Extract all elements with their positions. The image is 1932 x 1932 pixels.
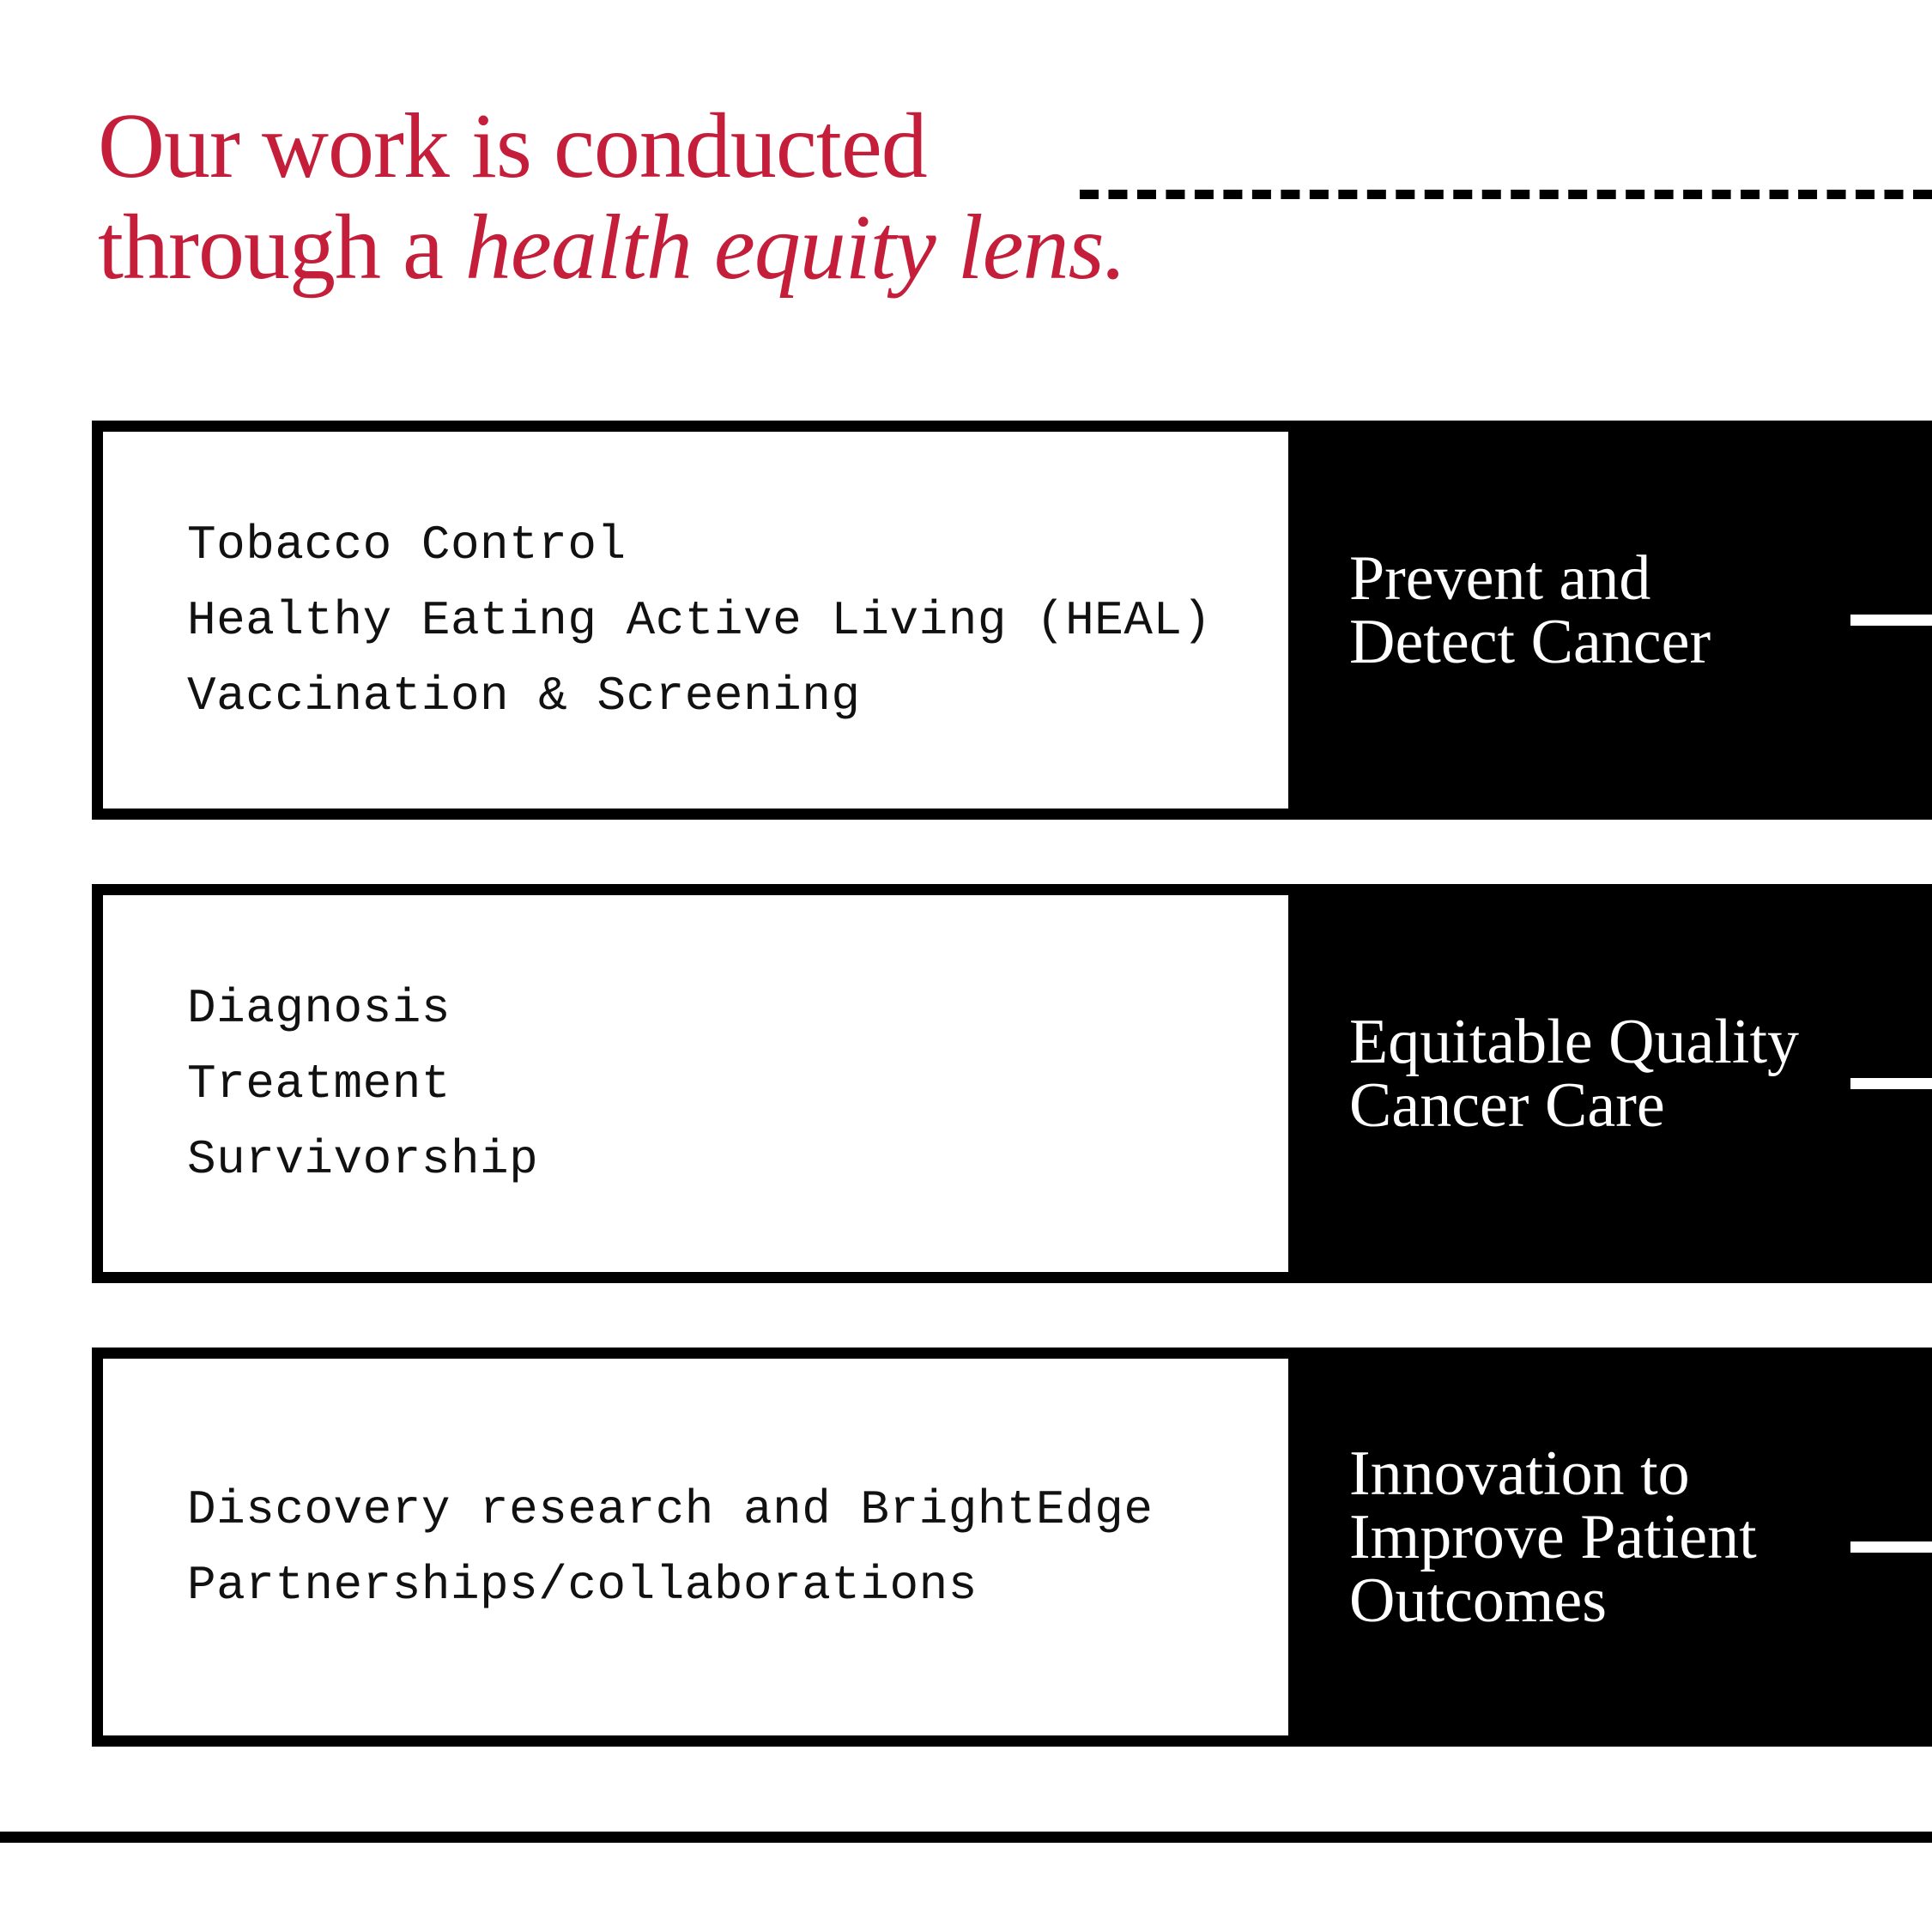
list-item: Vaccination & Screening: [187, 668, 861, 724]
pillar-panel: Equitable Quality Cancer Care: [1299, 884, 1932, 1283]
headline-line-1: Our work is conducted: [98, 95, 928, 197]
list-item: Survivorship: [187, 1131, 539, 1187]
list-item: Diagnosis: [187, 980, 451, 1036]
pillar-panel: Prevent and Detect Cancer: [1299, 421, 1932, 820]
list-item: Discovery research and BrightEdge: [187, 1481, 1154, 1537]
headline-emphasis: health equity lens.: [464, 197, 1127, 299]
bottom-divider: [0, 1832, 1932, 1843]
pillar-row-quality-care: Diagnosis Treatment Survivorship Equitab…: [92, 884, 1932, 1283]
focus-area-list: Diagnosis Treatment Survivorship: [92, 884, 1299, 1283]
pillar-title: Equitable Quality Cancer Care: [1349, 1006, 1800, 1141]
headline-line-2-plain: through a: [98, 197, 465, 299]
pillar-row-prevent-detect: Tobacco Control Healthy Eating Active Li…: [92, 421, 1932, 820]
list-item: Partnerships/collaborations: [187, 1557, 978, 1613]
connector-line: [1850, 1541, 1932, 1553]
focus-area-list: Discovery research and BrightEdge Partne…: [92, 1348, 1299, 1747]
list-item: Healthy Eating Active Living (HEAL): [187, 592, 1212, 648]
focus-area-list: Tobacco Control Healthy Eating Active Li…: [92, 421, 1299, 820]
pillar-title: Prevent and Detect Cancer: [1349, 542, 1711, 677]
connector-line: [1850, 1078, 1932, 1089]
pillar-panel: Innovation to Improve Patient Outcomes: [1299, 1348, 1932, 1747]
list-item: Treatment: [187, 1056, 451, 1111]
headline: Our work is conducted through a health e…: [98, 95, 1127, 299]
connector-line: [1850, 615, 1932, 626]
list-item: Tobacco Control: [187, 517, 627, 572]
pillar-title: Innovation to Improve Patient Outcomes: [1349, 1438, 1757, 1636]
headline-line-2: through a health equity lens.: [98, 197, 1127, 299]
pillar-row-innovation: Discovery research and BrightEdge Partne…: [92, 1348, 1932, 1747]
dashed-divider: [1080, 190, 1932, 199]
